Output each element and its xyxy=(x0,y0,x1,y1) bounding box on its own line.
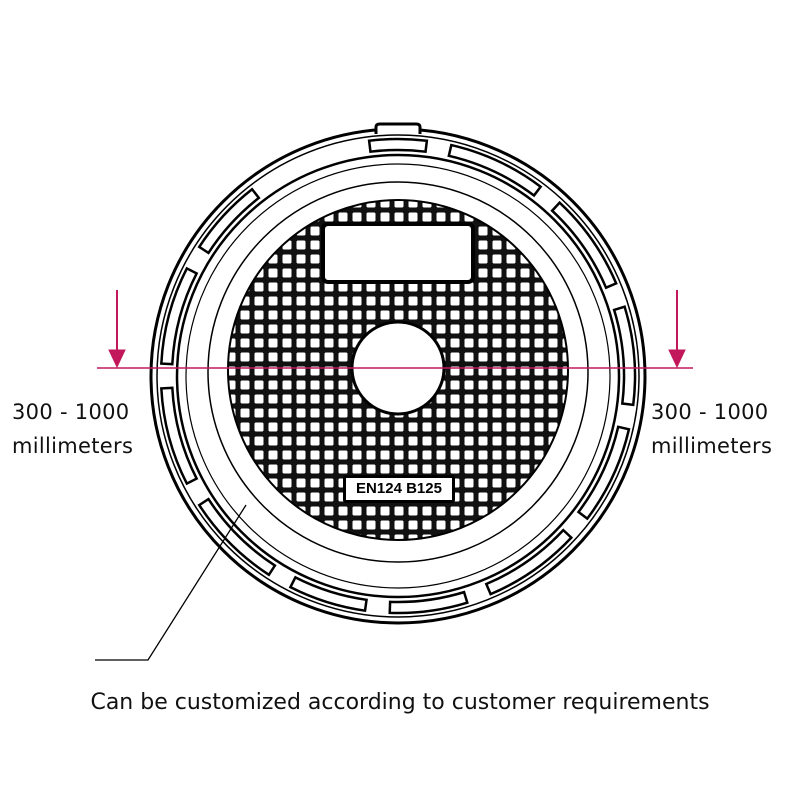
frame-slot xyxy=(576,425,631,521)
lid-edge xyxy=(207,181,589,563)
right-dimension-unit: millimeters xyxy=(651,434,773,458)
frame-slot xyxy=(197,497,277,577)
frame-inner-edge xyxy=(175,153,621,599)
frame-slot xyxy=(447,143,543,198)
leader-line xyxy=(95,504,247,661)
frame-slot xyxy=(288,575,368,613)
seat-ring xyxy=(185,163,611,589)
cover-frame xyxy=(149,122,647,625)
caption: Can be customized according to customer … xyxy=(90,690,710,715)
left-dimension-value: 300 - 1000 xyxy=(12,400,130,424)
right-arrow-icon xyxy=(668,349,686,369)
left-dimension-label: 300 - 1000 millimeters xyxy=(12,395,133,463)
frame-slot xyxy=(367,137,429,154)
frame-slot xyxy=(197,187,261,255)
label-recess xyxy=(321,222,475,284)
left-dimension-unit: millimeters xyxy=(12,434,134,458)
outer-rim-inner xyxy=(156,134,640,618)
right-dimension-label: 300 - 1000 millimeters xyxy=(651,395,772,463)
frame-slot xyxy=(484,528,574,596)
lifting-tab xyxy=(374,122,422,134)
left-arrow-icon xyxy=(108,349,126,369)
load-class-plate: EN124 B125 xyxy=(343,475,455,503)
frame-slot xyxy=(160,266,199,366)
frame-slot xyxy=(550,200,618,290)
frame-slot xyxy=(612,305,637,407)
right-dimension-value: 300 - 1000 xyxy=(651,400,769,424)
frame-slot xyxy=(160,386,199,486)
frame-slot xyxy=(388,590,469,615)
dimension-markers xyxy=(97,290,693,369)
